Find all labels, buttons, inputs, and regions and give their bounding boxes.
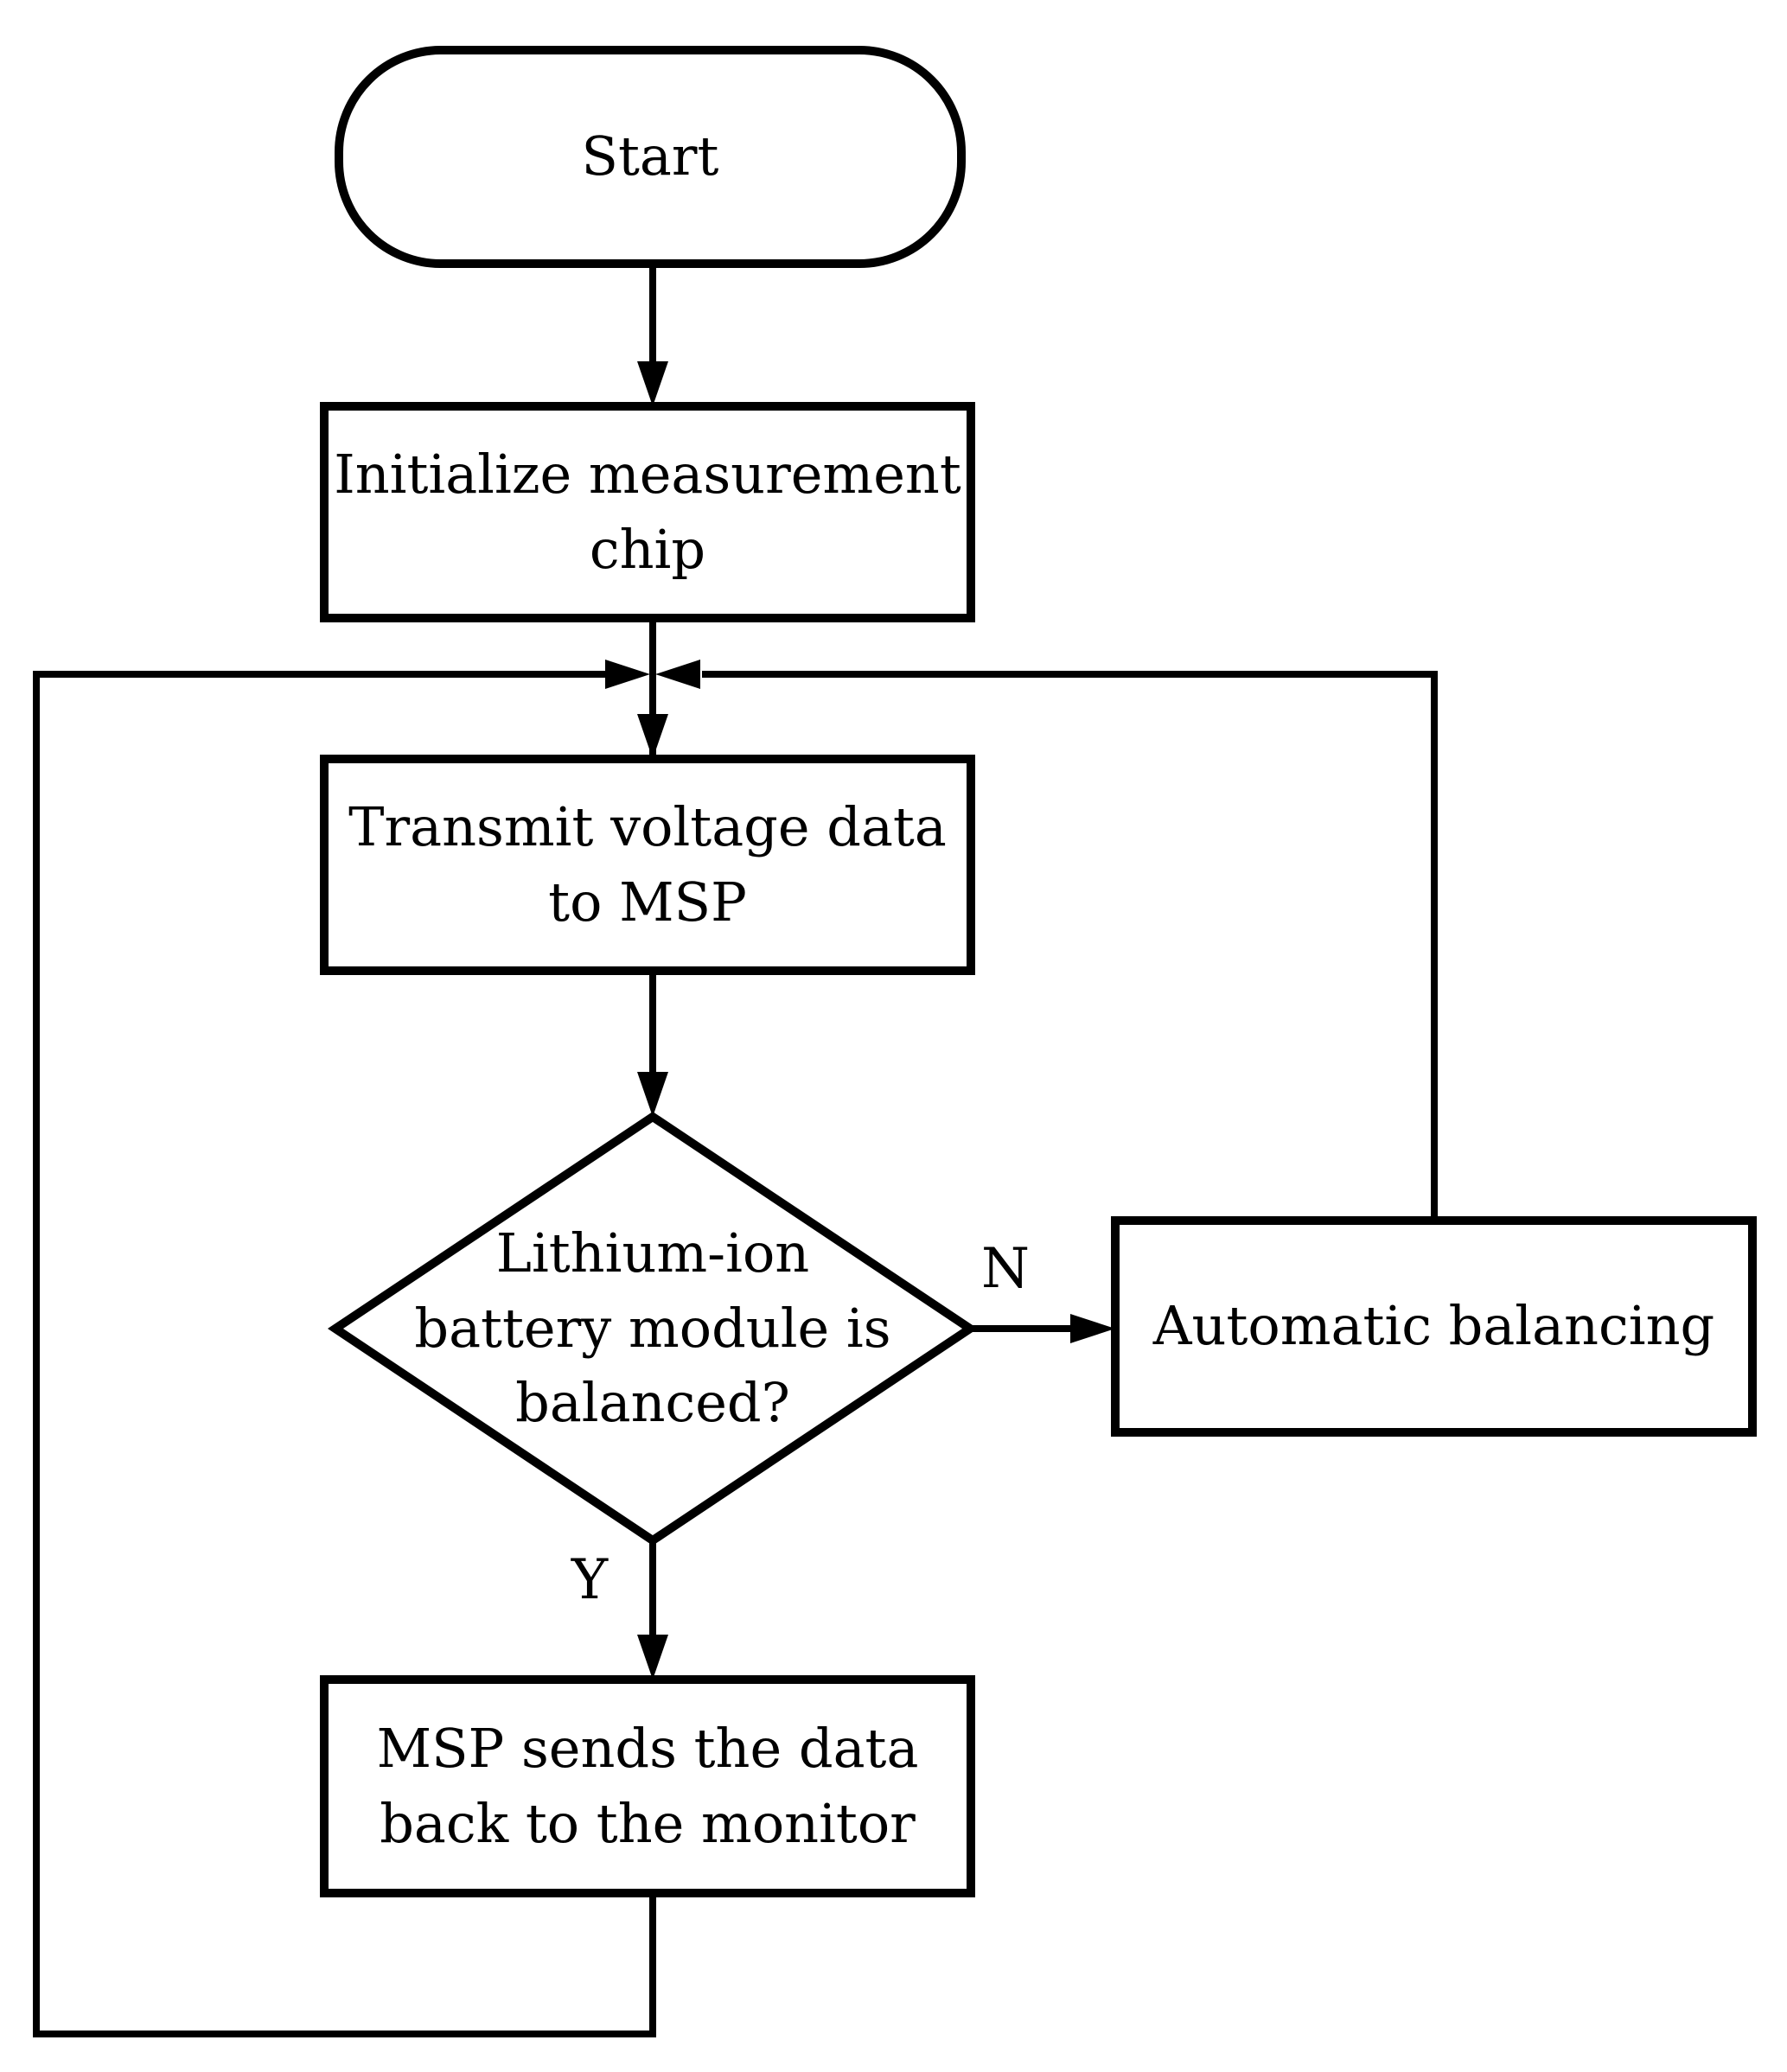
arrowhead-into-decision [637, 1072, 668, 1117]
process-msp-return-shape [320, 1675, 975, 1897]
process-auto-balance-shape [1111, 1216, 1757, 1437]
process-initialize-shape [320, 402, 975, 622]
arrowhead-into-auto-balance [1070, 1314, 1115, 1343]
connector-monitor-feedback-loop [33, 671, 656, 2037]
process-transmit-shape [320, 755, 975, 975]
arrowhead-junction-from-left-loop [605, 660, 650, 689]
arrowhead-into-msp-return [637, 1635, 668, 1680]
arrowhead-junction-from-right-loop [655, 660, 700, 689]
connector-balancing-feedback-loop [702, 671, 1438, 1221]
arrowhead-into-transmit [637, 714, 668, 759]
decision-balanced-shape [327, 1111, 979, 1546]
terminator-start-shape [335, 46, 966, 268]
arrowhead-into-initialize [637, 361, 668, 406]
